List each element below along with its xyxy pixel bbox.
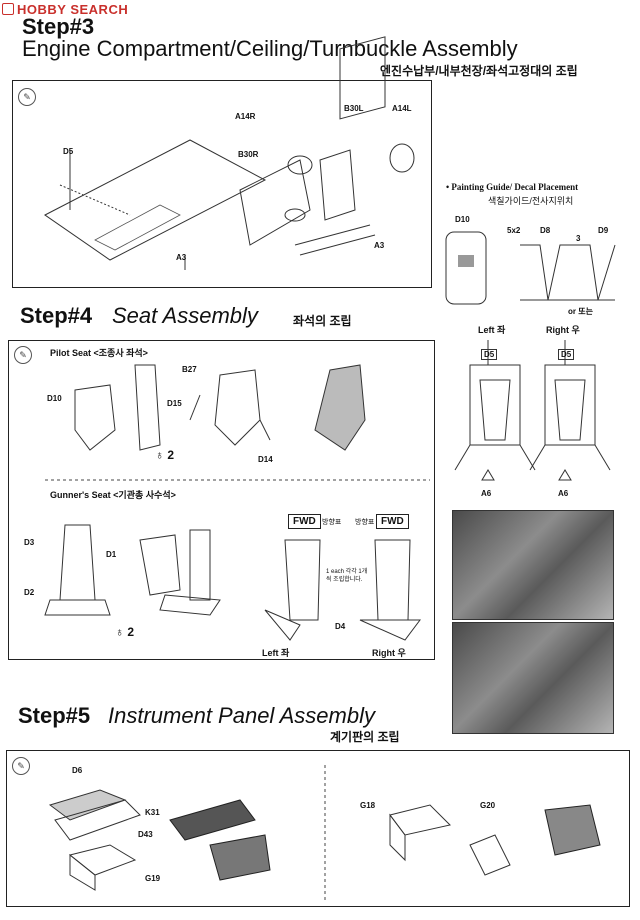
paint-a6-left: A6 bbox=[481, 489, 492, 498]
part-b30r: B30R bbox=[238, 150, 259, 159]
part-d2: D2 bbox=[24, 588, 35, 597]
decal-d8: D8 bbox=[540, 226, 551, 235]
decal-qty-3: 3 bbox=[576, 234, 581, 243]
step3-number: Step#3 bbox=[22, 14, 95, 39]
part-b27: B27 bbox=[182, 365, 197, 374]
paint-d5-right: D5 bbox=[558, 349, 575, 360]
part-d3: D3 bbox=[24, 538, 35, 547]
reference-photo-top bbox=[452, 510, 614, 620]
part-k31: K31 bbox=[145, 808, 160, 817]
glue-icon: ✎ bbox=[12, 757, 30, 775]
painting-korean: 색칠가이드/전사지위치 bbox=[488, 196, 574, 206]
step4-panel bbox=[8, 340, 435, 660]
paint-d5-left: D5 bbox=[481, 349, 498, 360]
part-b30l: B30L bbox=[344, 104, 364, 113]
part-g18: G18 bbox=[360, 801, 376, 810]
part-a3-left: A3 bbox=[176, 253, 187, 262]
step5-number: Step#5 bbox=[18, 703, 91, 728]
part-d43: D43 bbox=[138, 830, 153, 839]
step3-panel bbox=[12, 80, 432, 288]
step5-korean: 계기판의 조립 bbox=[330, 730, 400, 744]
decal-d10: D10 bbox=[455, 215, 470, 224]
part-d6: D6 bbox=[72, 766, 83, 775]
part-d1: D1 bbox=[106, 550, 117, 559]
part-g19: G19 bbox=[145, 874, 161, 883]
part-g20: G20 bbox=[480, 801, 496, 810]
part-d10: D10 bbox=[47, 394, 62, 403]
qty-x2-pilot: ♁ 2 bbox=[155, 448, 175, 462]
step4-number: Step#4 bbox=[20, 303, 93, 328]
each-note: 1 each 각각 1개씩 조립합니다. bbox=[326, 569, 368, 583]
part-a14l: A14L bbox=[392, 104, 412, 113]
fwd-kr-right: 방향표 bbox=[355, 519, 375, 526]
glue-icon: ✎ bbox=[14, 346, 32, 364]
part-d5: D5 bbox=[63, 147, 74, 156]
glue-icon: ✎ bbox=[18, 88, 36, 106]
fwd-indicator-left: FWD bbox=[288, 514, 321, 529]
gunner-seat-label: Gunner's Seat <기관총 사수석> bbox=[50, 490, 176, 500]
or-note: or 또는 bbox=[568, 307, 593, 316]
decal-d9: D9 bbox=[598, 226, 609, 235]
paint-a6-right: A6 bbox=[558, 489, 569, 498]
fwd-kr-left: 방향표 bbox=[322, 519, 342, 526]
step4-title: Seat Assembly bbox=[112, 303, 258, 328]
painting-right-label: Right 우 bbox=[546, 325, 580, 335]
step3-korean: 엔진수납부/내부천장/좌석고정대의 조립 bbox=[380, 64, 578, 78]
gunner-left-label: Left 좌 bbox=[262, 648, 290, 658]
painting-title: • Painting Guide/ Decal Placement bbox=[446, 182, 579, 192]
pilot-seat-label: Pilot Seat <조종사 좌석> bbox=[50, 348, 148, 358]
step5-title: Instrument Panel Assembly bbox=[108, 703, 375, 728]
reference-photo-bottom bbox=[452, 622, 614, 734]
qty-x2-gunner: ♁ 2 bbox=[115, 625, 135, 639]
step5-panel bbox=[6, 750, 630, 907]
part-d4: D4 bbox=[335, 622, 346, 631]
part-d14: D14 bbox=[258, 455, 273, 464]
step3-title: Engine Compartment/Ceiling/Turnbuckle As… bbox=[22, 36, 518, 61]
part-a3-right: A3 bbox=[374, 241, 385, 250]
gunner-right-label: Right 우 bbox=[372, 648, 406, 658]
step4-korean: 좌석의 조립 bbox=[293, 314, 352, 328]
watermark-logo: HOBBY SEARCH bbox=[2, 2, 128, 17]
decal-qty-5x2: 5x2 bbox=[507, 226, 521, 235]
painting-left-label: Left 좌 bbox=[478, 325, 506, 335]
part-a14r: A14R bbox=[235, 112, 256, 121]
fwd-indicator-right: FWD bbox=[376, 514, 409, 529]
part-d15: D15 bbox=[167, 399, 182, 408]
